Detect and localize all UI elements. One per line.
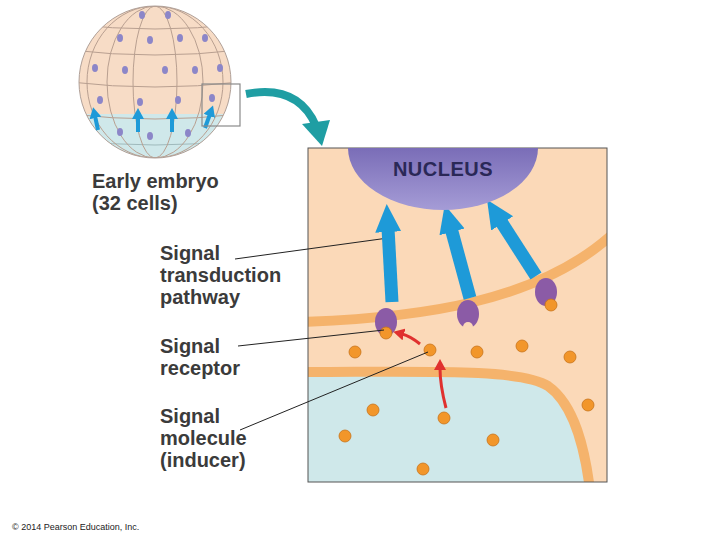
zoom-arrow bbox=[246, 92, 316, 126]
embryo-animal-half bbox=[70, 0, 240, 170]
embryo-outline bbox=[79, 6, 231, 158]
signal-molecule bbox=[367, 404, 379, 416]
cell-nucleus bbox=[162, 66, 168, 74]
leader-line bbox=[238, 330, 384, 346]
cell-nucleus bbox=[165, 11, 171, 19]
cell-nucleus bbox=[117, 128, 123, 136]
cell-nucleus bbox=[92, 64, 98, 72]
responding-cell bbox=[308, 372, 590, 482]
cell-nucleus bbox=[209, 94, 215, 102]
cell-boundary bbox=[133, 6, 177, 158]
cell-nucleus bbox=[117, 34, 123, 42]
signal-molecules bbox=[339, 299, 594, 475]
signal-molecule bbox=[545, 299, 557, 311]
zoom-arrow-head bbox=[302, 120, 330, 146]
signal-molecule bbox=[582, 399, 594, 411]
cell-nucleus bbox=[147, 36, 153, 44]
zoom-panel-border bbox=[308, 148, 607, 482]
part-label: Early embryo (32 cells) bbox=[92, 170, 252, 214]
signal-molecule bbox=[349, 346, 361, 358]
binding-arrow bbox=[402, 334, 420, 344]
transduction-arrow bbox=[500, 220, 536, 276]
signal-molecule bbox=[564, 351, 576, 363]
cell-membrane bbox=[308, 232, 607, 322]
nucleus-label: NUCLEUS bbox=[348, 158, 538, 181]
transduction-arrow bbox=[451, 228, 470, 298]
secretion-arrow bbox=[440, 368, 446, 408]
cell-nucleus bbox=[122, 66, 128, 74]
leader-line bbox=[240, 352, 428, 430]
signal-molecule bbox=[417, 463, 429, 475]
copyright-note: © 2014 Pearson Education, Inc. bbox=[12, 522, 212, 533]
nucleus: NUCLEUS bbox=[348, 148, 538, 210]
signal-molecule bbox=[516, 340, 528, 352]
cell-nucleus bbox=[192, 66, 198, 74]
cell-boundary bbox=[107, 6, 203, 158]
signal-molecule bbox=[380, 327, 392, 339]
signal-molecule bbox=[424, 344, 436, 356]
receptor-binding-site bbox=[463, 322, 473, 332]
embryo-vegetal-half bbox=[70, 114, 240, 174]
leader-line bbox=[235, 238, 388, 259]
part-label: Signal molecule (inducer) bbox=[160, 405, 270, 471]
cell-nucleus bbox=[137, 98, 143, 106]
signal-arrow bbox=[170, 117, 174, 132]
cell-nucleus bbox=[185, 129, 191, 137]
signal-molecule bbox=[487, 434, 499, 446]
panel-content bbox=[308, 232, 607, 482]
part-label: Signal receptor bbox=[160, 335, 260, 379]
signal-molecule bbox=[438, 412, 450, 424]
cell-boundary bbox=[70, 50, 240, 55]
signal-arrow bbox=[136, 117, 140, 132]
zoom-box bbox=[202, 84, 240, 126]
cell-boundary bbox=[87, 6, 223, 158]
cell-nucleus bbox=[147, 132, 153, 140]
nucleus-outline bbox=[348, 148, 538, 210]
cell-boundary bbox=[70, 24, 240, 29]
transduction-arrow bbox=[388, 228, 392, 302]
cell-boundary bbox=[70, 140, 240, 145]
cell-nucleus bbox=[217, 64, 223, 72]
cell-nucleus bbox=[139, 11, 145, 19]
cell-nuclei bbox=[92, 11, 223, 140]
embryo bbox=[70, 0, 240, 174]
signal-molecule bbox=[471, 346, 483, 358]
cell-nucleus bbox=[97, 96, 103, 104]
part-label: Signal transduction pathway bbox=[160, 242, 300, 308]
signal-molecule bbox=[339, 430, 351, 442]
cell-nucleus bbox=[202, 34, 208, 42]
cell-nucleus bbox=[177, 34, 183, 42]
signal-arrow bbox=[95, 116, 98, 130]
cell-nucleus bbox=[175, 96, 181, 104]
